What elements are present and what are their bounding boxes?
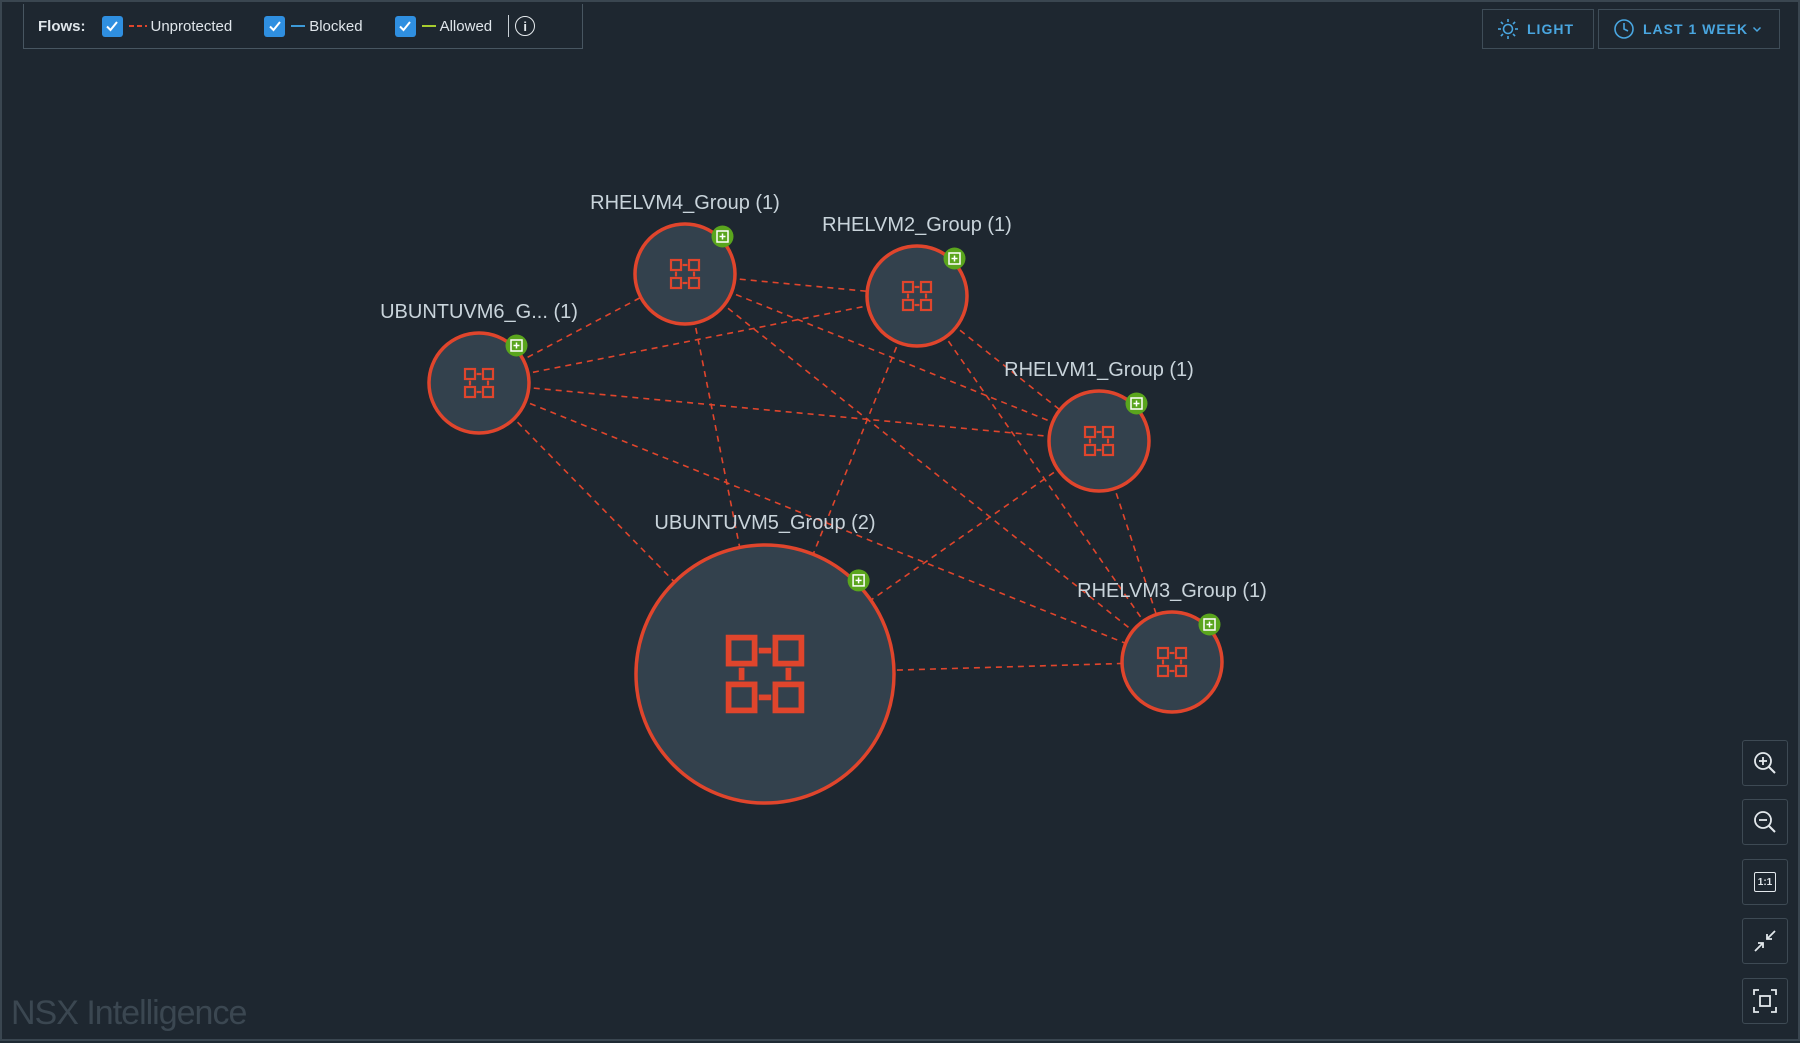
- group-icon: [1156, 646, 1188, 678]
- node-circle[interactable]: [633, 222, 737, 326]
- zoom-out-button[interactable]: [1742, 799, 1788, 845]
- fit-to-screen-button[interactable]: [1742, 978, 1788, 1024]
- node-label: RHELVM1_Group (1): [1004, 359, 1194, 381]
- node-ubuntuvm6[interactable]: UBUNTUVM6_G... (1): [380, 301, 578, 435]
- node-rhelvm4[interactable]: RHELVM4_Group (1): [590, 192, 780, 326]
- group-icon: [901, 280, 933, 312]
- flows-title: Flows:: [38, 17, 86, 35]
- product-watermark: NSX Intelligence: [11, 994, 247, 1032]
- flow-filter-blocked[interactable]: Blocked: [264, 15, 363, 37]
- node-label: UBUNTUVM5_Group (2): [654, 512, 875, 534]
- flow-edge[interactable]: [764, 440, 1100, 675]
- node-label: RHELVM4_Group (1): [590, 192, 780, 214]
- info-icon[interactable]: i: [515, 16, 536, 36]
- dashed-line-icon: [128, 25, 147, 27]
- expand-badge-icon[interactable]: [711, 225, 734, 248]
- sun-icon: [1498, 19, 1518, 39]
- fit-to-screen-icon: [1753, 989, 1777, 1013]
- flow-edge[interactable]: [478, 382, 1173, 663]
- nodes-layer: RHELVM4_Group (1) RHELVM2_Group (1) UBUNTU…: [380, 192, 1267, 805]
- node-label: UBUNTUVM6_G... (1): [380, 301, 578, 323]
- actual-size-icon: 1:1: [1754, 872, 1776, 892]
- flow-edge[interactable]: [764, 295, 918, 675]
- flow-edge[interactable]: [478, 382, 1100, 442]
- node-circle[interactable]: [1047, 389, 1151, 493]
- collapse-icon: [1754, 930, 1776, 952]
- zoom-in-icon: [1754, 752, 1776, 774]
- node-circle[interactable]: [634, 543, 896, 805]
- collapse-button[interactable]: [1742, 918, 1788, 964]
- flows-legend: Flows: Unprotected Blocked Allowed i: [23, 4, 583, 49]
- theme-label: LIGHT: [1527, 21, 1574, 37]
- group-icon: [463, 367, 495, 399]
- zoom-in-button[interactable]: [1742, 740, 1788, 786]
- node-circle[interactable]: [865, 244, 969, 348]
- divider: [508, 15, 510, 37]
- flow-edge[interactable]: [684, 273, 766, 675]
- expand-badge-icon[interactable]: [943, 247, 966, 270]
- chevron-down-icon: [1753, 26, 1762, 33]
- blocked-label: Blocked: [309, 17, 363, 35]
- unprotected-checkbox[interactable]: [101, 15, 123, 37]
- theme-toggle-button[interactable]: LIGHT: [1482, 9, 1594, 49]
- actual-size-button[interactable]: 1:1: [1742, 859, 1788, 905]
- node-rhelvm1[interactable]: RHELVM1_Group (1): [1004, 359, 1194, 493]
- group-icon: [669, 258, 701, 290]
- group-icon: [1083, 425, 1115, 457]
- expand-badge-icon[interactable]: [1125, 392, 1148, 415]
- unprotected-label: Unprotected: [150, 17, 233, 35]
- actual-size-label: 1:1: [1757, 876, 1773, 888]
- node-ubuntuvm5[interactable]: UBUNTUVM5_Group (2): [634, 512, 896, 805]
- group-icon: [725, 634, 805, 714]
- time-range-dropdown[interactable]: LAST 1 WEEK: [1598, 9, 1780, 49]
- flow-edge[interactable]: [684, 273, 1173, 663]
- blocked-checkbox[interactable]: [264, 15, 286, 37]
- node-circle[interactable]: [427, 331, 531, 435]
- edges-layer: [478, 273, 1173, 675]
- flow-edge[interactable]: [478, 382, 766, 675]
- solid-green-line-icon: [421, 25, 436, 27]
- node-label: RHELVM3_Group (1): [1077, 580, 1267, 602]
- node-label: RHELVM2_Group (1): [822, 214, 1012, 236]
- expand-badge-icon[interactable]: [505, 334, 528, 357]
- expand-badge-icon[interactable]: [847, 569, 870, 592]
- node-rhelvm3[interactable]: RHELVM3_Group (1): [1077, 580, 1267, 714]
- zoom-out-icon: [1754, 811, 1776, 833]
- flow-filter-allowed[interactable]: Allowed: [394, 15, 493, 37]
- node-circle[interactable]: [1120, 610, 1224, 714]
- allowed-checkbox[interactable]: [394, 15, 416, 37]
- time-range-label: LAST 1 WEEK: [1643, 21, 1749, 37]
- node-rhelvm2[interactable]: RHELVM2_Group (1): [822, 214, 1012, 348]
- solid-blue-line-icon: [291, 25, 306, 27]
- expand-badge-icon[interactable]: [1198, 613, 1221, 636]
- allowed-label: Allowed: [439, 17, 493, 35]
- flow-filter-unprotected[interactable]: Unprotected: [101, 15, 233, 37]
- clock-icon: [1614, 19, 1634, 39]
